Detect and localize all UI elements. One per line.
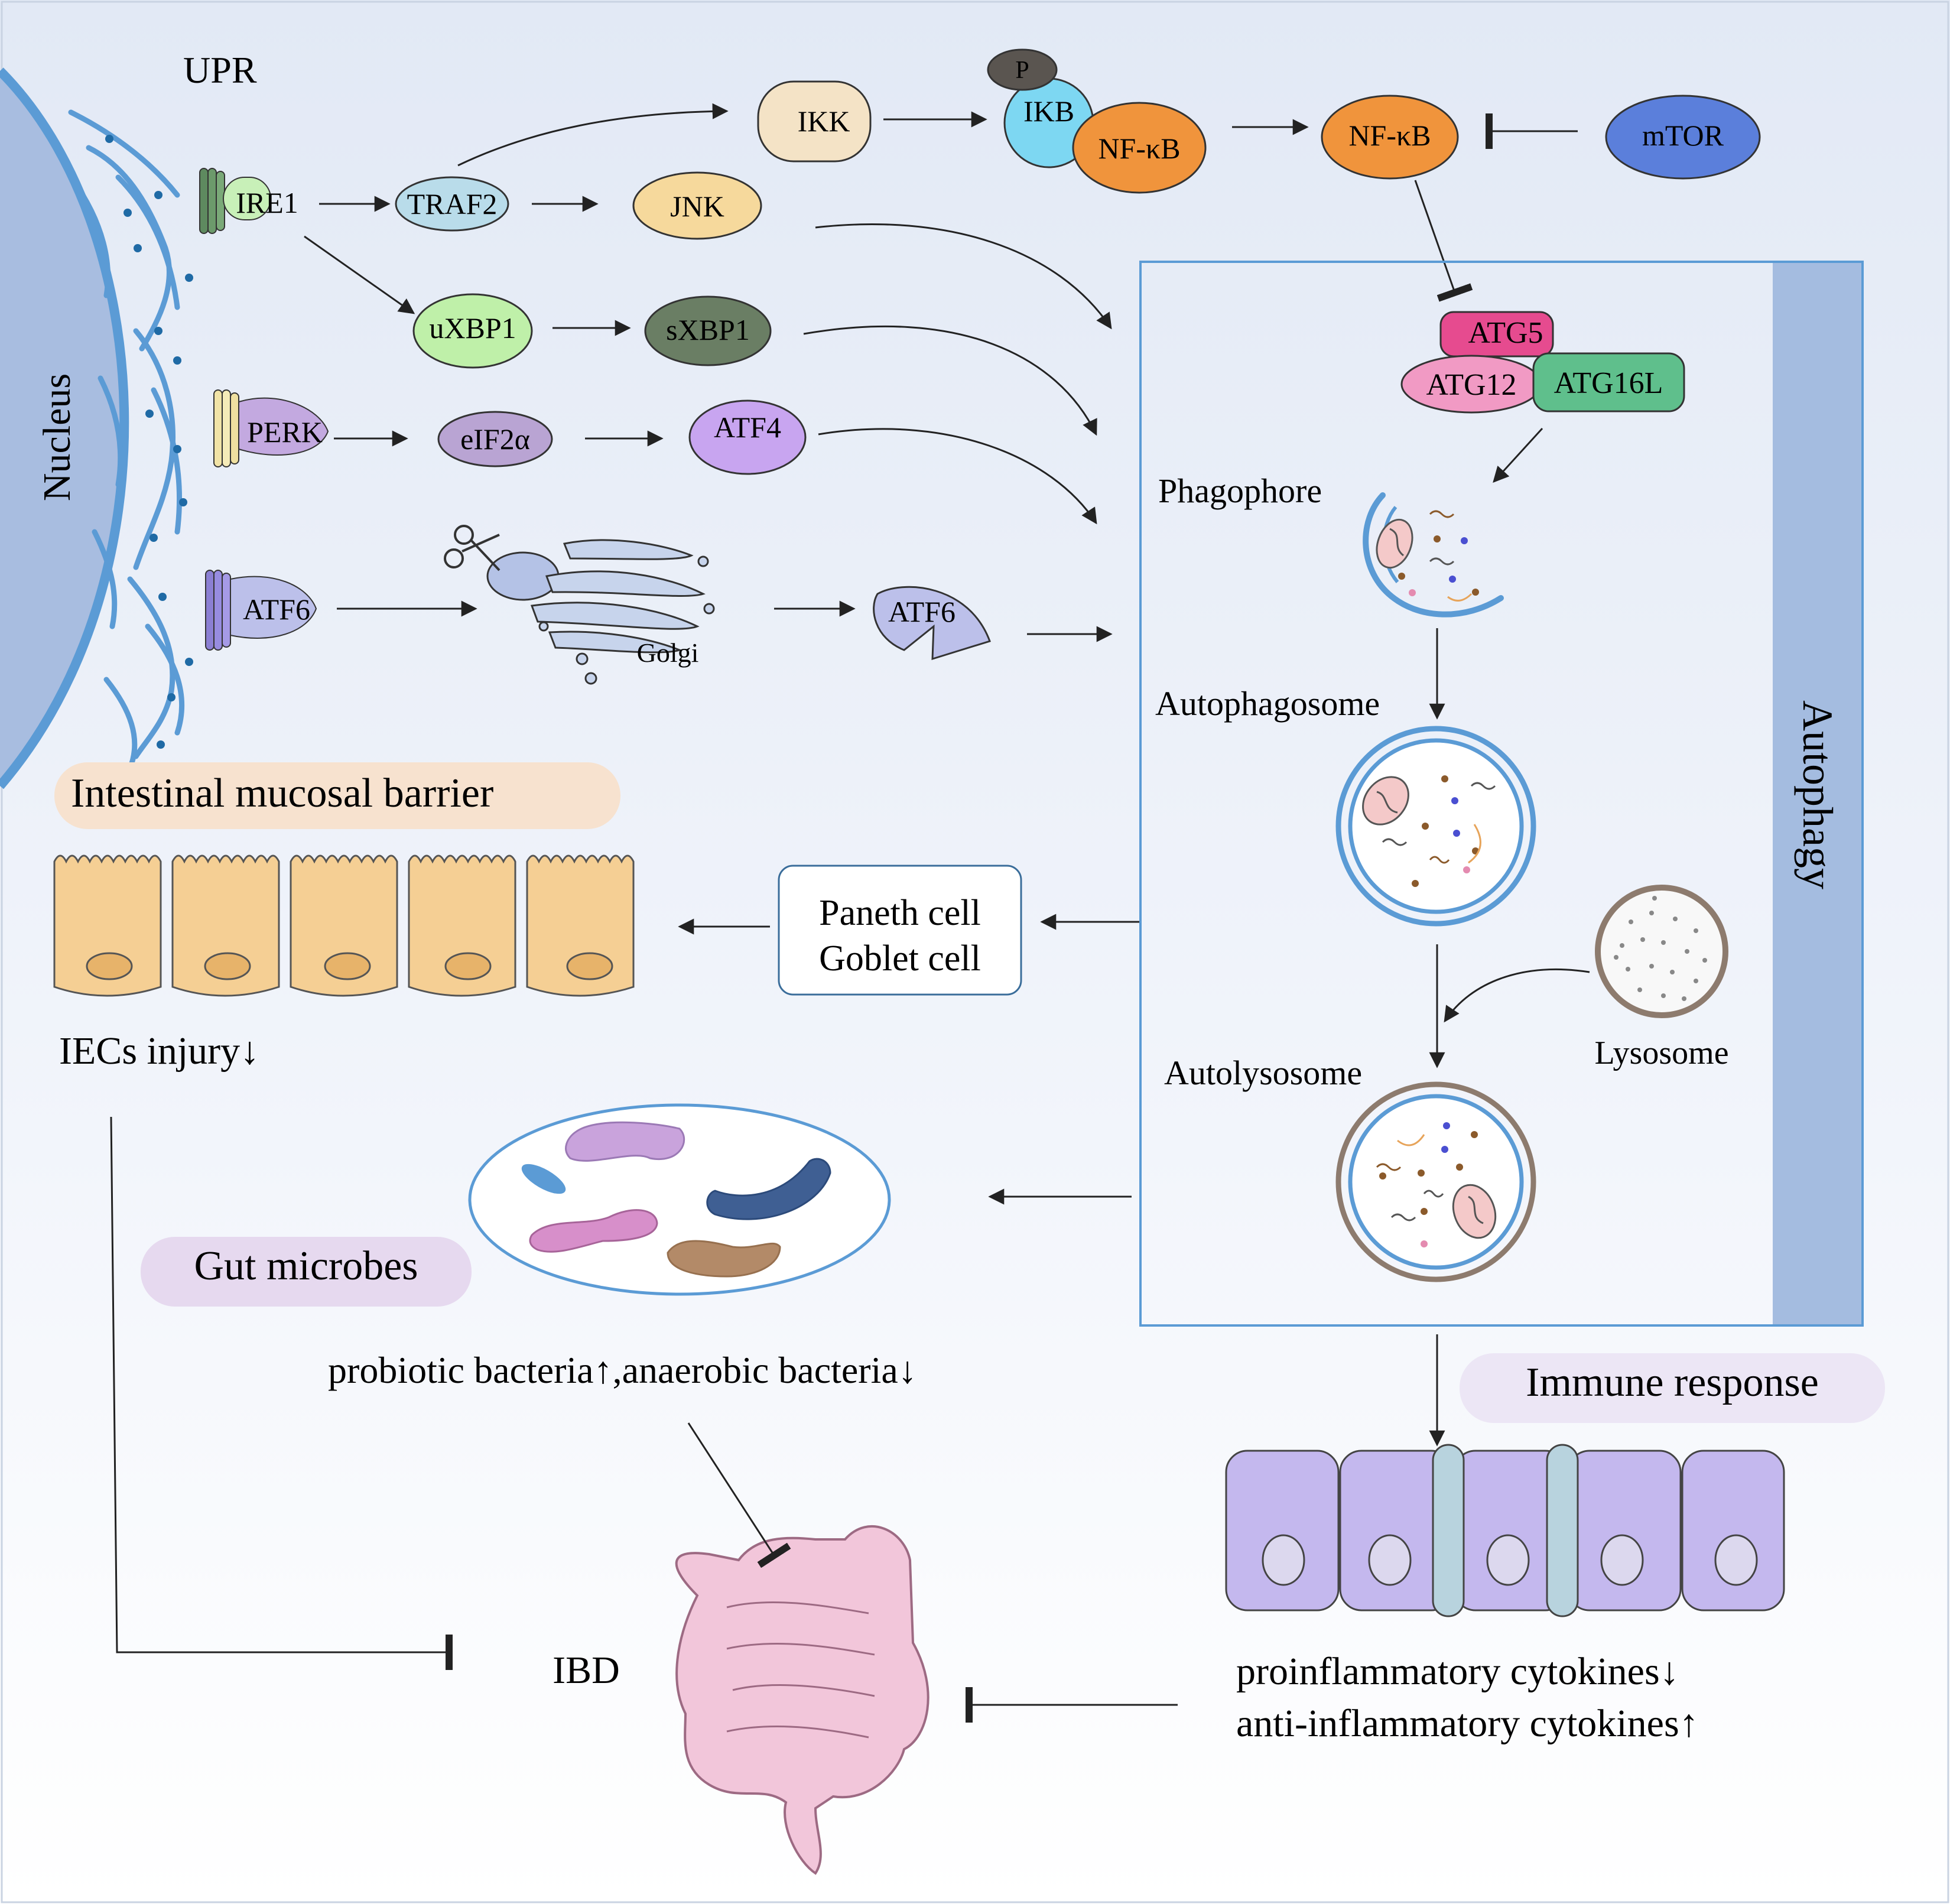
- uxbp1-label: uXBP1: [429, 311, 516, 345]
- nfkb-complex-label: NF-κB: [1098, 132, 1180, 165]
- traf2-label: TRAF2: [407, 187, 498, 220]
- autophagy-title: Autophagy: [1794, 700, 1841, 889]
- inhibition-marks: [1414, 113, 1578, 302]
- nfkb-node: NF-κB: [1321, 95, 1459, 180]
- eif2a-label: eIF2α: [460, 423, 530, 456]
- traf2-node: TRAF2: [395, 176, 509, 232]
- nucleus-label: Nucleus: [35, 373, 79, 501]
- autophagosome: [1335, 726, 1536, 927]
- phospho-label: P: [1015, 57, 1029, 84]
- paneth-goblet-box: Paneth cell Goblet cell: [778, 865, 1022, 996]
- immune-title: Immune response: [1526, 1360, 1819, 1405]
- autophagosome-label: Autophagosome: [1155, 684, 1380, 723]
- barrier-title: Intestinal mucosal barrier: [71, 771, 493, 816]
- colon-icon: [675, 1525, 930, 1875]
- microbes-to-ibd-line: [687, 1422, 791, 1568]
- epithelial-cells: [53, 854, 635, 997]
- eif2a-node: eIF2α: [437, 411, 553, 467]
- lysosome-label: Lysosome: [1594, 1035, 1728, 1071]
- sxbp1-label: sXBP1: [666, 313, 750, 346]
- goblet-cell-shape: [1432, 1444, 1465, 1617]
- immune-cell: [1567, 1450, 1682, 1611]
- immune-cell: [1225, 1450, 1340, 1611]
- goblet-cell-label: Goblet cell: [819, 938, 981, 979]
- phagophore: [1363, 492, 1504, 618]
- microbes-effect-label: probiotic bacteria↑,anaerobic bacteria↓: [328, 1349, 917, 1391]
- microbe-ellipse: [468, 1103, 891, 1296]
- immune-cells: [1225, 1444, 1785, 1617]
- barrier-badge: Intestinal mucosal barrier: [54, 762, 620, 829]
- uxbp1-node: uXBP1: [412, 293, 533, 369]
- immune-badge: Immune response: [1460, 1353, 1885, 1423]
- atf4-node: ATF4: [688, 399, 807, 475]
- mtor-node: mTOR: [1605, 95, 1761, 180]
- upr-title: UPR: [183, 49, 257, 91]
- paneth-cell-label: Paneth cell: [819, 893, 981, 933]
- epithelial-cell: [408, 854, 516, 997]
- perk-label: PERK: [247, 415, 323, 449]
- epithelial-cell: [171, 854, 280, 997]
- microbes-badge: Gut microbes: [141, 1237, 472, 1307]
- nucleus: Nucleus: [0, 67, 129, 789]
- ikb-label: IKB: [1023, 95, 1074, 128]
- atf4-label: ATF4: [714, 411, 781, 444]
- immune-cell: [1681, 1450, 1785, 1611]
- upr-arrows: [304, 103, 1309, 642]
- atg12-label: ATG12: [1426, 368, 1516, 402]
- atg-to-phagophore-arrow: [1493, 427, 1543, 483]
- atf6-label: ATF6: [243, 593, 310, 626]
- nfkb-label: NF-κB: [1348, 119, 1431, 152]
- atf6-cleaved-label: ATF6: [888, 595, 956, 628]
- iec-to-ibd-line: [110, 1116, 453, 1670]
- scissors-icon: [444, 525, 500, 571]
- atg-complex: ATG5 ATG12 ATG16L: [1400, 311, 1685, 414]
- epithelial-cell: [290, 854, 398, 997]
- jnk-node: JNK: [632, 171, 762, 240]
- autolysosome-label: Autolysosome: [1164, 1054, 1362, 1092]
- ibd-label: IBD: [552, 1649, 620, 1692]
- golgi-apparatus: [486, 539, 715, 685]
- sxbp1-node: sXBP1: [644, 295, 772, 366]
- perk-sensor: PERK: [213, 389, 329, 467]
- epithelial-cell: [526, 854, 635, 997]
- anti-inflammatory-label: anti-inflammatory cytokines↑: [1236, 1702, 1699, 1745]
- golgi-label: Golgi: [637, 638, 699, 668]
- goblet-cell-shape: [1546, 1444, 1579, 1617]
- ire1-sensor: IRE1: [199, 168, 298, 234]
- proinflammatory-label: proinflammatory cytokines↓: [1236, 1650, 1679, 1693]
- atg16l-label: ATG16L: [1554, 366, 1663, 400]
- autolysosome: [1335, 1081, 1536, 1282]
- immune-cell: [1453, 1450, 1568, 1611]
- autophagy-panel: Autophagy: [1139, 261, 1864, 1327]
- lysosome-arrow: [1444, 969, 1590, 1023]
- endoplasmic-reticulum: [68, 109, 185, 771]
- lysosome: [1595, 885, 1728, 1018]
- iec-injury-label: IECs injury↓: [59, 1029, 259, 1073]
- jnk-label: JNK: [670, 190, 724, 223]
- phagophore-label: Phagophore: [1158, 472, 1322, 510]
- atf6-cleaved-node: ATF6: [873, 586, 991, 661]
- er-ribosomes: [105, 135, 193, 749]
- microbes-title: Gut microbes: [194, 1243, 418, 1289]
- atf6-sensor: ATF6: [205, 570, 317, 651]
- ikb-nfkb-complex: P IKB NF-κB: [987, 48, 1207, 194]
- atg5-label: ATG5: [1468, 316, 1543, 350]
- mtor-label: mTOR: [1642, 119, 1724, 152]
- ire1-label: IRE1: [236, 186, 298, 219]
- epithelial-cell: [53, 854, 162, 997]
- ikk-label: IKK: [798, 105, 850, 138]
- ikk-node: IKK: [757, 80, 872, 163]
